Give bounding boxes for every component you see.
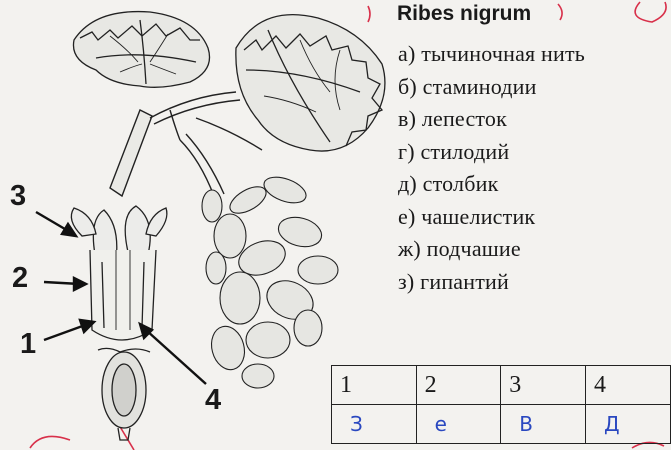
option-item: д) столбик [398,168,585,201]
option-item: е) чашелистик [398,201,585,234]
option-item: в) лепесток [398,103,585,136]
leaf-top [73,12,209,88]
header-cell: 2 [416,366,501,405]
species-title: Ribes nigrum [397,2,531,26]
option-list: а) тычиночная нить б) стаминодии в) лепе… [398,38,585,298]
label-1: 1 [20,328,36,361]
flower-raceme [202,172,338,388]
answer-table: 1 2 3 4 З е В Д [331,365,671,444]
answer-cell[interactable]: е [416,405,501,444]
option-item: г) стилодий [398,136,585,169]
label-4: 4 [205,384,221,417]
option-item: б) стаминодии [398,71,585,104]
header-cell: 4 [586,366,671,405]
answer-cell[interactable]: З [332,405,417,444]
option-item: а) тычиночная нить [398,38,585,71]
option-item: з) гипантий [398,266,585,299]
label-2: 2 [12,262,28,295]
label-3: 3 [10,180,26,213]
stem [110,92,262,196]
header-cell: 1 [332,366,417,405]
option-item: ж) подчашие [398,233,585,266]
answer-cell[interactable]: В [501,405,586,444]
answer-table-header-row: 1 2 3 4 [332,366,671,405]
header-cell: 3 [501,366,586,405]
answer-cell[interactable]: Д [586,405,671,444]
leaf-right [236,15,385,151]
answer-table-answer-row: З е В Д [332,405,671,444]
